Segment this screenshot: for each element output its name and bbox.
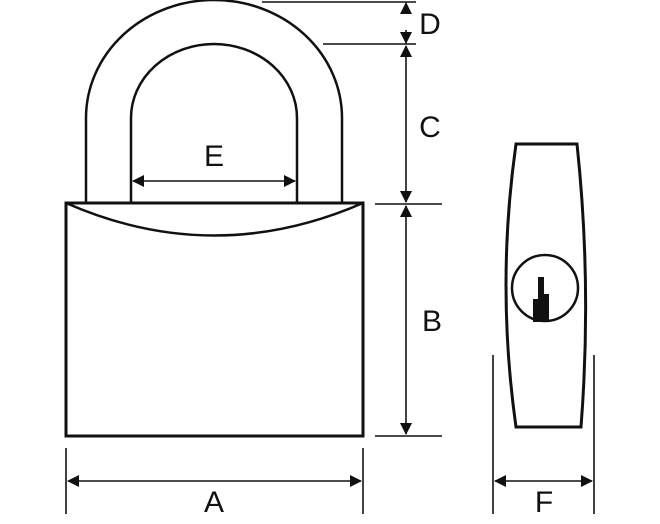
label-b: B (422, 305, 442, 338)
padlock-shackle (84, 0, 344, 205)
padlock-body-curve (65, 201, 364, 237)
label-a: A (204, 486, 224, 519)
label-d: D (419, 8, 441, 41)
keyhole-icon (510, 253, 580, 323)
label-c: C (419, 111, 441, 144)
label-f: F (535, 486, 553, 519)
padlock-body (64, 201, 365, 438)
label-e: E (204, 140, 224, 173)
